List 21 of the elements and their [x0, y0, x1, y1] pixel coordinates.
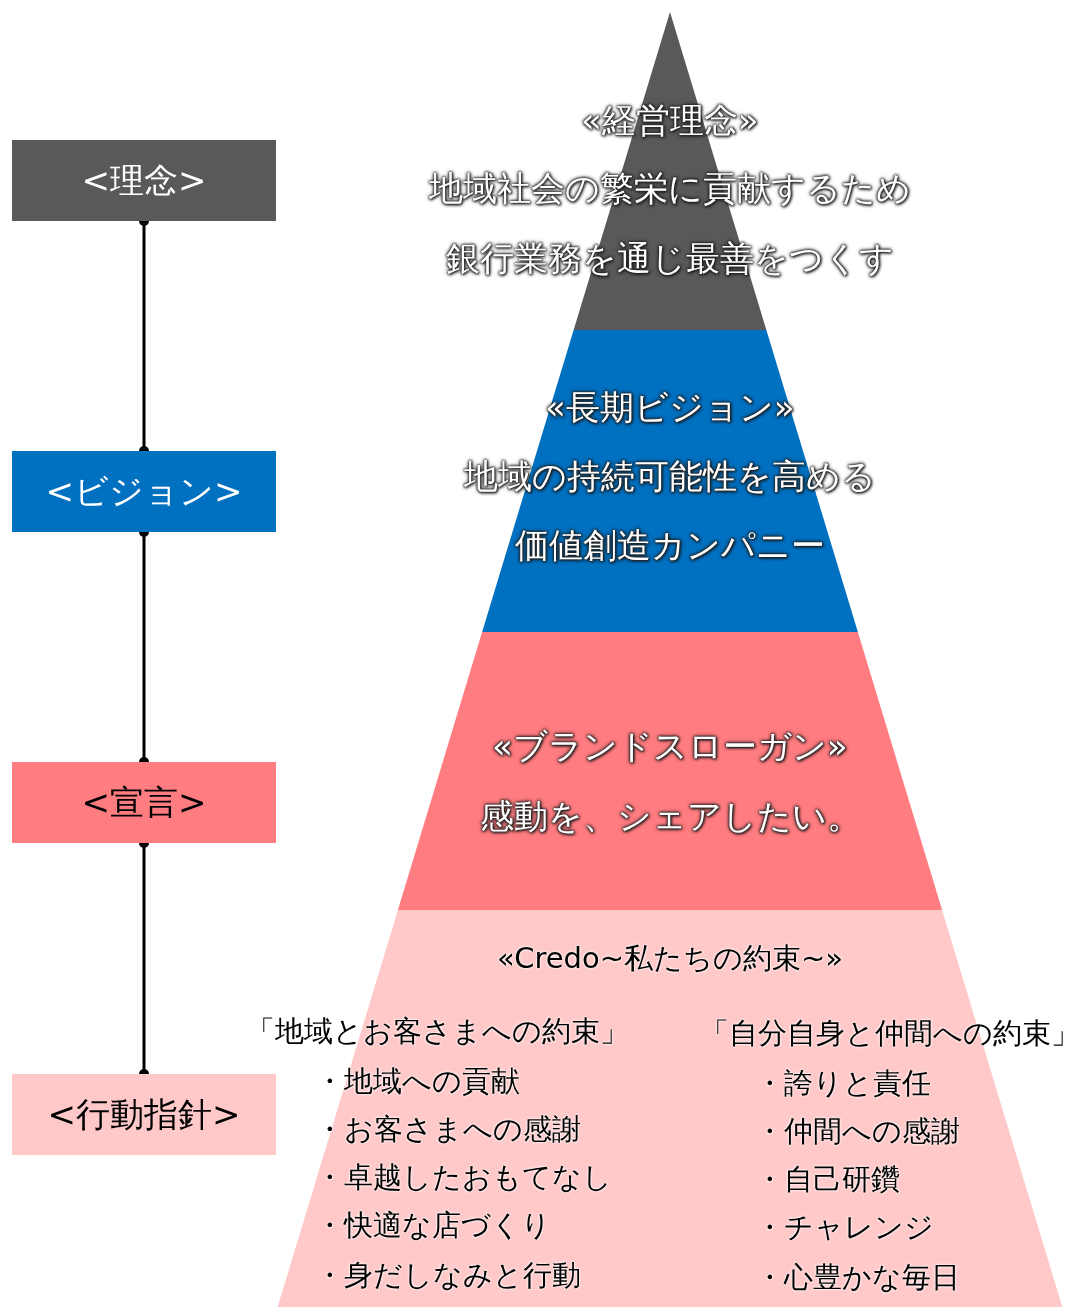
list-item: ・お客さまへの感謝: [315, 1114, 581, 1144]
band-text: 「地域とお客さまへの約束」: [245, 1016, 629, 1046]
list-item: ・卓越したおもてなし: [315, 1162, 612, 1192]
band-text: 「自分自身と仲間への約束」: [700, 1018, 1080, 1048]
band-text: 感動を、シェアしたい。: [479, 799, 861, 833]
band-heading: «経営理念»: [581, 103, 759, 137]
label-box: <宣言>: [12, 762, 276, 843]
list-item: ・自己研鑽: [755, 1164, 900, 1194]
label-box: <ビジョン>: [12, 451, 276, 532]
list-item: ・誇りと責任: [755, 1068, 931, 1098]
band-heading: «ブランドスローガン»: [492, 729, 848, 763]
list-item: ・身だしなみと行動: [315, 1260, 581, 1290]
list-item: ・心豊かな毎日: [755, 1262, 960, 1292]
list-item: ・地域への貢献: [315, 1066, 520, 1096]
label-box: <行動指針>: [12, 1074, 276, 1155]
list-item: ・仲間への感謝: [755, 1116, 960, 1146]
list-item: ・チャレンジ: [755, 1212, 934, 1242]
list-item: ・快適な店づくり: [315, 1210, 551, 1240]
band-text: 価値創造カンパニー: [515, 528, 825, 562]
label-box: <理念>: [12, 140, 276, 221]
band-heading: «Credo~私たちの約束~»: [497, 943, 844, 973]
